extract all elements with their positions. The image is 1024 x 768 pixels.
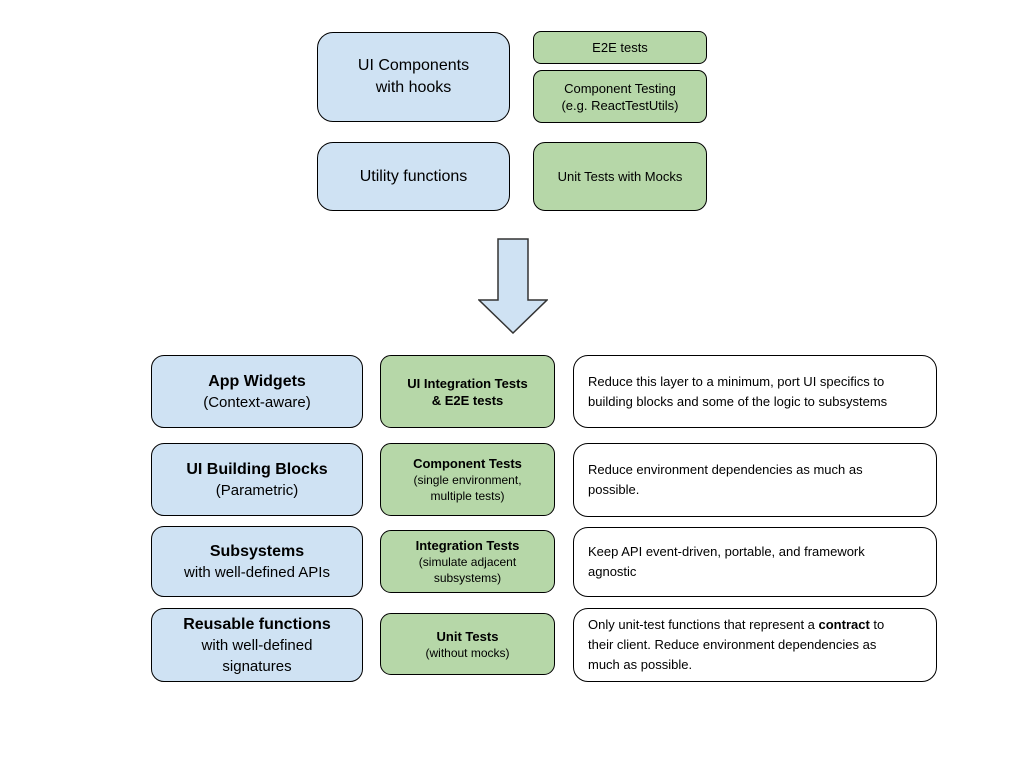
utility-functions-label: Utility functions [359,167,468,185]
layer-subtitle: (Parametric) [215,481,299,499]
note-text: Reduce environment dependencies as much … [588,462,863,497]
tests-title: Unit Tests [436,628,499,644]
utility-functions-box: Utility functions [317,142,510,211]
tests-subtitle-line2: multiple tests) [430,489,505,503]
layer-box-subsystems: Subsystems with well-defined APIs [151,526,363,597]
e2e-tests-box: E2E tests [533,31,707,64]
tests-title-line2: & E2E tests [431,392,504,408]
e2e-tests-label: E2E tests [592,40,648,55]
unit-tests-mocks-box: Unit Tests with Mocks [533,142,707,211]
ui-components-box: UI Components with hooks [317,32,510,122]
down-arrow-icon [478,238,548,334]
tests-subtitle: (without mocks) [425,645,510,660]
ui-components-line2: with hooks [375,79,452,96]
layer-title: Subsystems [209,542,305,560]
component-testing-box: Component Testing (e.g. ReactTestUtils) [533,70,707,123]
ui-components-line1: UI Components [357,57,470,74]
layer-subtitle-line1: with well-defined [201,636,313,654]
tests-box-ui-integration: UI Integration Tests & E2E tests [380,355,555,428]
unit-tests-mocks-label: Unit Tests with Mocks [557,169,683,184]
layer-subtitle: (Context-aware) [203,393,311,411]
layer-title: App Widgets [208,372,306,390]
layer-title: UI Building Blocks [186,460,328,478]
note-box-subsystems: Keep API event-driven, portable, and fra… [573,527,937,597]
note-text: Reduce this layer to a minimum, port UI … [588,373,888,409]
tests-subtitle-line2: subsystems) [433,571,502,585]
note-box-app-widgets: Reduce this layer to a minimum, port UI … [573,355,937,428]
tests-subtitle-line1: (single environment, [413,473,522,487]
note-text: Keep API event-driven, portable, and fra… [588,544,865,579]
tests-title: Component Tests [413,456,522,471]
tests-box-component-tests: Component Tests (single environment, mul… [380,443,555,516]
layer-subtitle-line2: signatures [222,657,292,675]
layer-subtitle: with well-defined APIs [184,563,330,581]
tests-box-unit-tests: Unit Tests (without mocks) [380,613,555,675]
layer-box-ui-building-blocks: UI Building Blocks (Parametric) [151,443,363,516]
tests-title: Integration Tests [415,538,520,553]
tests-box-integration-tests: Integration Tests (simulate adjacent sub… [380,530,555,593]
note-box-reusable-functions: Only unit-test functions that represent … [573,608,937,682]
tests-title-line1: UI Integration Tests [407,375,528,391]
tests-subtitle-line1: (simulate adjacent [418,555,517,569]
layer-title: Reusable functions [183,615,331,633]
layer-box-reusable-functions: Reusable functions with well-defined sig… [151,608,363,682]
note-text: Only unit-test functions that represent … [588,617,885,672]
component-testing-line1: Component Testing [564,80,676,96]
layer-box-app-widgets: App Widgets (Context-aware) [151,355,363,428]
note-box-ui-building-blocks: Reduce environment dependencies as much … [573,443,937,517]
component-testing-line2: (e.g. ReactTestUtils) [561,97,679,113]
